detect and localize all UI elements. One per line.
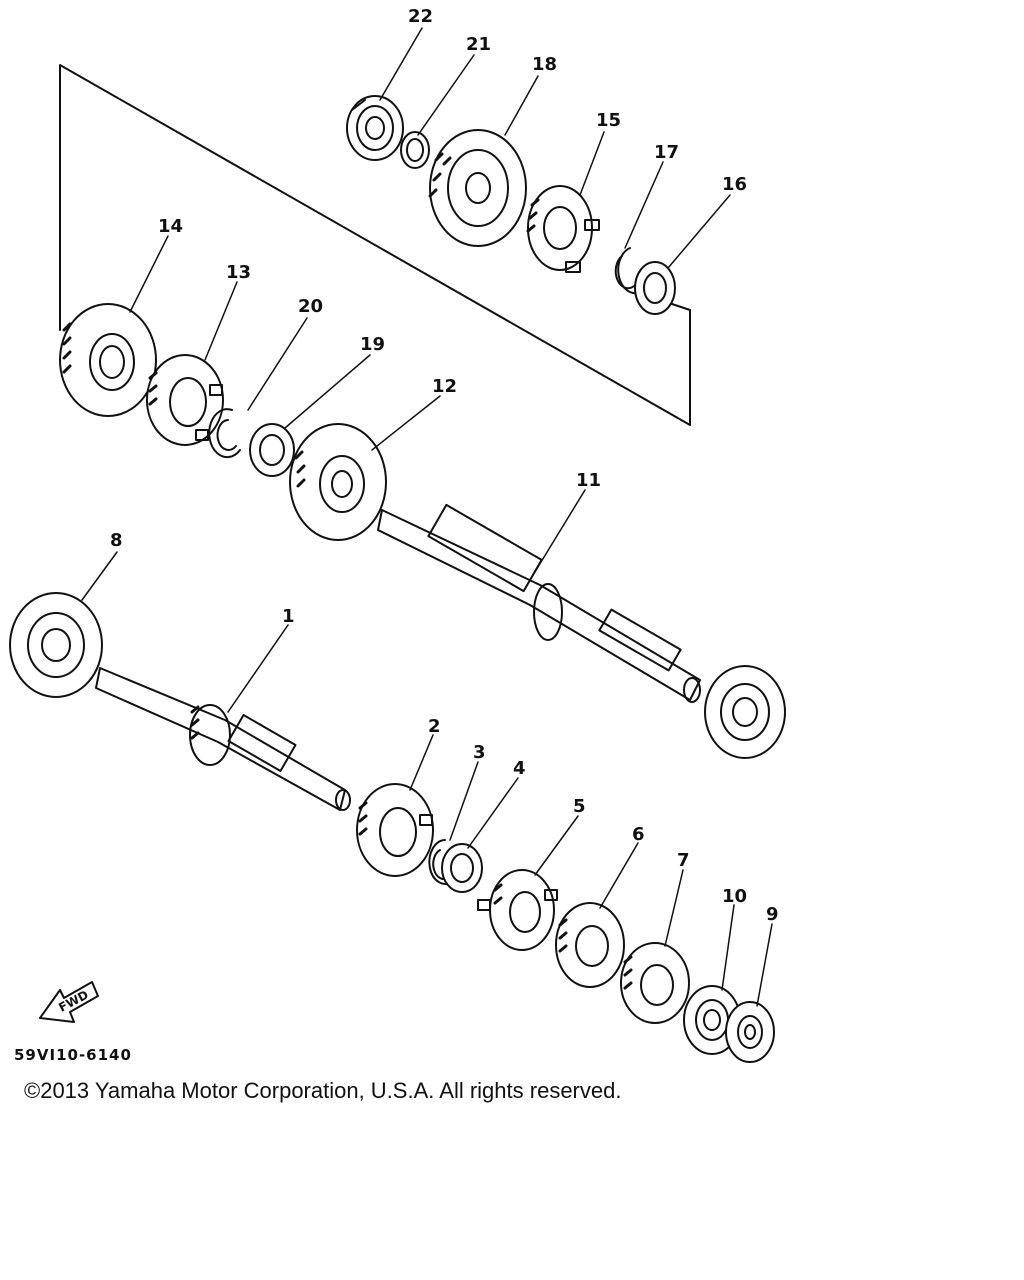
callout-14: 14 <box>158 216 183 237</box>
fwd-arrow-icon <box>39 981 99 1023</box>
part-6-gear <box>555 902 625 988</box>
part-9-seal <box>725 1001 775 1063</box>
transmission-exploded-diagram: 22 21 18 15 17 16 14 13 20 19 12 11 8 1 … <box>9 6 786 1064</box>
callout-3: 3 <box>473 742 486 763</box>
callout-4: 4 <box>513 758 526 779</box>
callout-10: 10 <box>722 886 747 907</box>
callout-11: 11 <box>576 470 601 491</box>
copyright-notice: ©2013 Yamaha Motor Corporation, U.S.A. A… <box>24 1078 622 1103</box>
callout-13: 13 <box>226 262 251 283</box>
part-21-washer <box>400 131 430 169</box>
callout-21: 21 <box>466 34 491 55</box>
callout-1: 1 <box>282 606 295 627</box>
part-15-gear <box>526 185 600 273</box>
callout-8: 8 <box>110 530 123 551</box>
part-22-bearing <box>346 95 404 161</box>
part-12-gear <box>289 423 387 541</box>
leader-lines <box>81 27 773 1007</box>
part-11-axle <box>377 503 701 703</box>
part-17-circlip <box>614 247 641 295</box>
part-5-gear <box>477 869 558 951</box>
callout-2: 2 <box>428 716 441 737</box>
part-4-washer <box>441 843 483 893</box>
callout-labels: 22 21 18 15 17 16 14 13 20 19 12 11 8 1 … <box>14 6 779 1064</box>
part-14-gear <box>59 303 157 417</box>
part-19-washer <box>249 423 295 477</box>
callout-20: 20 <box>298 296 323 317</box>
part-7-gear <box>620 942 690 1024</box>
axle-11-end-bearing <box>704 665 786 759</box>
part-18-gear <box>428 129 527 247</box>
callout-19: 19 <box>360 334 385 355</box>
callout-17: 17 <box>654 142 679 163</box>
diagram-code: 59VI10-6140 <box>14 1046 132 1064</box>
callout-7: 7 <box>677 850 690 871</box>
callout-18: 18 <box>532 54 557 75</box>
callout-9: 9 <box>766 904 779 925</box>
part-2-gear <box>356 783 434 877</box>
callout-12: 12 <box>432 376 457 397</box>
part-13-gear <box>146 354 224 446</box>
callout-22: 22 <box>408 6 433 27</box>
part-20-circlip <box>208 408 241 459</box>
callout-16: 16 <box>722 174 747 195</box>
part-8-bearing <box>9 592 103 698</box>
callout-15: 15 <box>596 110 621 131</box>
callout-5: 5 <box>573 796 586 817</box>
callout-6: 6 <box>632 824 645 845</box>
part-16-washer <box>634 261 676 315</box>
part-1-shaft <box>95 667 351 811</box>
